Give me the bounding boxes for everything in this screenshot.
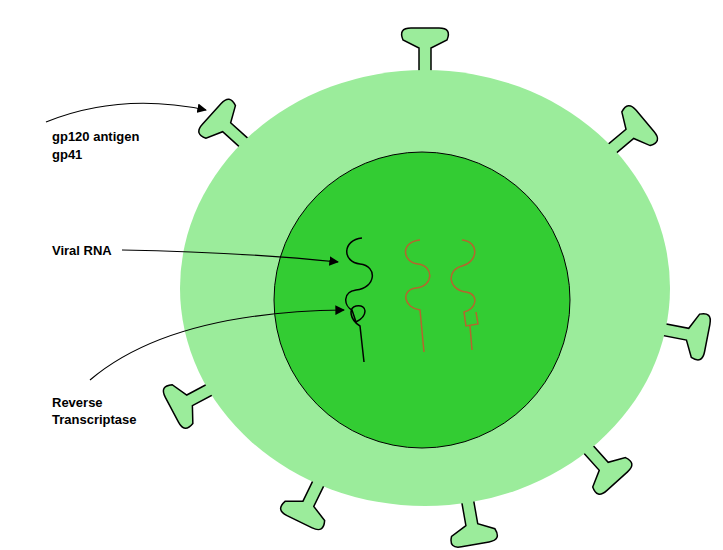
part-label: Reverse Transcriptase [52,394,148,428]
rna-strand [406,240,430,352]
part-label: gp120 antigen [52,128,192,145]
leader-arrow [90,310,344,380]
glycoprotein-spikes [161,28,712,548]
leader-arrow [46,103,206,122]
viral-core [274,152,570,448]
leader-arrow [122,250,338,262]
viral-envelope [180,70,670,506]
rna-strand [451,240,478,350]
rna-strand [346,238,373,362]
part-label: gp41 [52,146,192,163]
part-label: Viral RNA [52,242,172,259]
